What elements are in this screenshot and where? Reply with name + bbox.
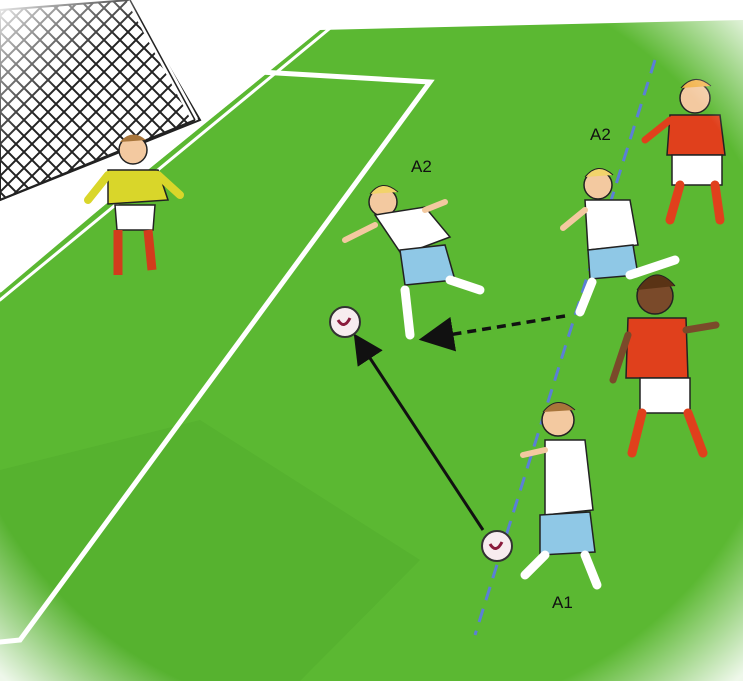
soccer-offside-illustration: A2 A2 A1 — [0, 0, 743, 681]
vignette — [0, 0, 743, 681]
